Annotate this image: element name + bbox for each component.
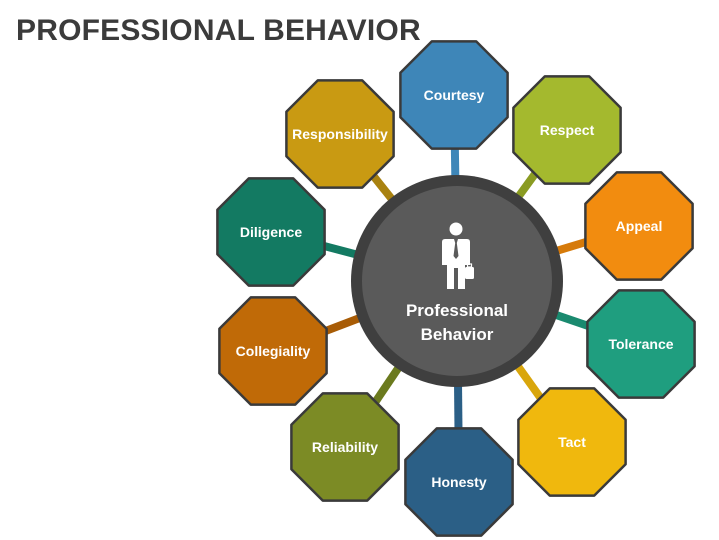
octagon-reliability bbox=[290, 392, 400, 502]
node-tolerance[interactable]: Tolerance bbox=[586, 289, 696, 399]
center-label-line2: Behavior bbox=[421, 325, 494, 344]
node-label-respect: Respect bbox=[540, 122, 595, 138]
node-tact[interactable]: Tact bbox=[517, 387, 627, 497]
connector-tact bbox=[513, 361, 547, 404]
node-responsibility[interactable]: Responsibility bbox=[285, 79, 395, 189]
node-label-tolerance: Tolerance bbox=[608, 336, 673, 352]
node-respect[interactable]: Respect bbox=[512, 75, 622, 185]
octagon-tolerance bbox=[586, 289, 696, 399]
octagon-honesty bbox=[404, 427, 514, 537]
node-label-courtesy: Courtesy bbox=[424, 87, 485, 103]
node-collegiality[interactable]: Collegiality bbox=[218, 296, 328, 406]
connector-respect bbox=[513, 168, 541, 201]
connector-reliability bbox=[369, 363, 404, 408]
node-label-reliability: Reliability bbox=[312, 439, 378, 455]
node-label-diligence: Diligence bbox=[240, 224, 302, 240]
node-label-collegiality: Collegiality bbox=[236, 343, 311, 359]
page-title: PROFESSIONAL BEHAVIOR bbox=[16, 14, 421, 47]
behavior-nodes: CourtesyRespectAppealToleranceTactHonest… bbox=[216, 40, 696, 537]
node-diligence[interactable]: Diligence bbox=[216, 177, 326, 287]
octagon-collegiality bbox=[218, 296, 328, 406]
connector-responsibility bbox=[368, 170, 397, 204]
businessman-icon bbox=[442, 222, 474, 289]
connector-courtesy bbox=[450, 144, 460, 180]
node-label-appeal: Appeal bbox=[616, 218, 663, 234]
octagon-courtesy bbox=[399, 40, 509, 150]
node-reliability[interactable]: Reliability bbox=[290, 392, 400, 502]
node-courtesy[interactable]: Courtesy bbox=[399, 40, 509, 150]
center-hub[interactable]: Professional Behavior bbox=[351, 175, 563, 387]
connectors bbox=[318, 144, 595, 433]
center-label-line1: Professional bbox=[406, 301, 508, 320]
node-honesty[interactable]: Honesty bbox=[404, 427, 514, 537]
octagon-tact bbox=[517, 387, 627, 497]
octagon-responsibility bbox=[285, 79, 395, 189]
node-label-responsibility: Responsibility bbox=[292, 126, 388, 142]
octagon-appeal bbox=[584, 171, 694, 281]
center-inner-circle bbox=[362, 186, 552, 376]
node-label-tact: Tact bbox=[558, 434, 586, 450]
node-appeal[interactable]: Appeal bbox=[584, 171, 694, 281]
octagon-diligence bbox=[216, 177, 326, 287]
node-label-honesty: Honesty bbox=[431, 474, 486, 490]
connector-diligence bbox=[318, 240, 360, 259]
octagon-respect bbox=[512, 75, 622, 185]
